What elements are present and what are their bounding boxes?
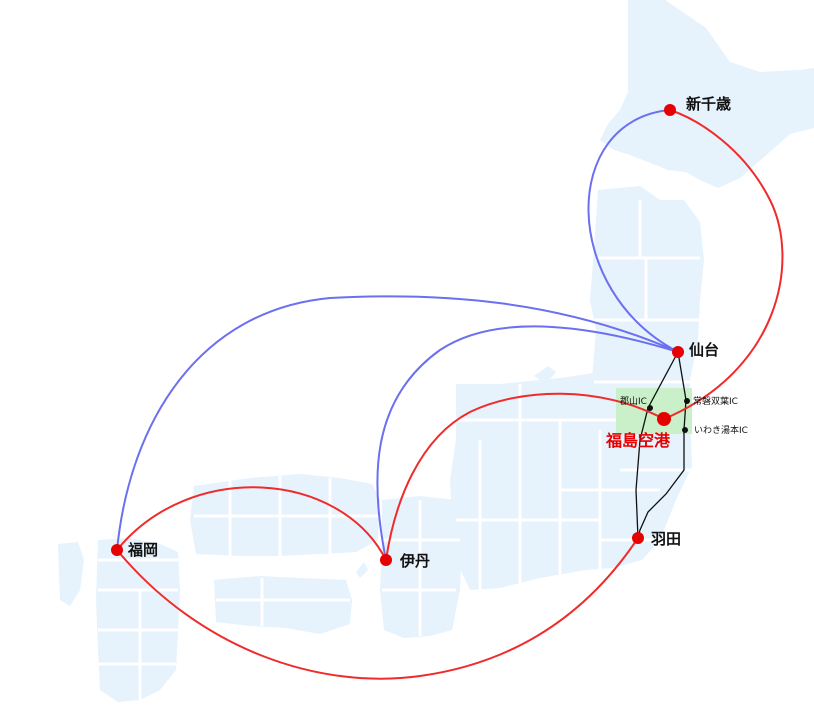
route-itami-fukuoka [116,486,387,561]
nagasaki-shape [58,542,84,606]
iwaki-yumoto-ic-label: いわき湯本IC [694,424,748,436]
interchange-dots [647,398,690,433]
iwaki-yumoto-ic-dot [682,427,688,433]
joban-futaba-ic-dot [684,398,690,404]
kyushu-shape [96,538,180,702]
fukushima-dot [657,412,671,426]
haneda-dot [632,532,644,544]
flight-routes [116,109,784,680]
sendai-dot [672,346,684,358]
hokkaido-shape [600,0,814,188]
prefecture-borders [98,200,700,700]
route-fukushima-itami [385,392,665,561]
shin-chitose-label: 新千歳 [686,95,731,113]
route-sendai-shinchitose [587,109,679,353]
joban-futaba-ic-label: 常磐双葉IC [693,395,738,407]
airport-labels: 新千歳 仙台 福島空港 羽田 伊丹 福岡 [127,95,731,570]
expressway-lines [635,351,687,539]
fukuoka-dot [111,544,123,556]
joban-expressway [637,351,687,539]
route-fukuoka-haneda [116,537,639,680]
itami-label: 伊丹 [399,552,430,570]
tohoku-expressway [635,351,679,539]
route-sendai-itami [376,325,679,561]
fukuoka-label: 福岡 [127,541,158,559]
route-fukushima-shinchitose [663,109,784,420]
shin-chitose-dot [664,104,676,116]
noto-shape [534,366,556,384]
itami-dot [380,554,392,566]
awaji-shape [356,562,368,578]
shikoku-shape [214,576,352,634]
koriyama-ic-label: 郡山IC [620,396,647,407]
fukushima-label: 福島空港 [605,431,671,450]
route-sendai-fukuoka [116,295,679,551]
sendai-label: 仙台 [689,341,719,359]
haneda-label: 羽田 [651,530,681,548]
koriyama-ic-dot [647,405,653,411]
airport-dots [111,104,684,566]
interchange-labels: 郡山IC 常磐双葉IC いわき湯本IC [620,395,748,436]
